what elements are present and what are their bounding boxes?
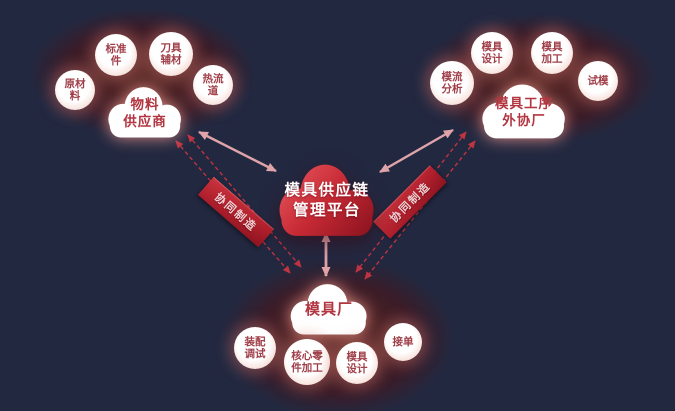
dashed-link-suppliers-moldfactory-2	[187, 134, 302, 268]
bubble-assembly-debugging: 装配 调试	[234, 327, 276, 369]
link-platform-outsourcing-factory	[379, 128, 454, 174]
bubble-mold-design-factory: 模具 设计	[336, 342, 378, 384]
bubble-text: 设计	[481, 53, 503, 65]
dashed-link-outsourcing-moldfactory-2	[364, 140, 476, 280]
bubble-text: 设计	[346, 363, 368, 375]
node-material-suppliers: 物料 供应商	[101, 81, 189, 139]
bubble-text: 接单	[392, 335, 414, 348]
bubble-text: 试模	[587, 74, 609, 87]
cluster-label-line2: 供应商	[123, 113, 167, 129]
bubble-mold-trial: 试模	[578, 61, 618, 101]
node-mold-factory: 模具厂	[283, 278, 375, 336]
cloud-shape	[108, 87, 181, 138]
bubble-text: 原材	[64, 77, 86, 90]
cluster-label-line1: 模具厂	[304, 301, 353, 319]
cloud-shape	[482, 84, 565, 139]
bubble-text: 装配	[244, 335, 266, 348]
bubble-text: 件加工	[291, 362, 323, 374]
link-platform-material-suppliers	[198, 130, 277, 173]
bubble-hot-runner: 热流 道	[193, 65, 233, 105]
bubble-text: 模具	[481, 40, 503, 53]
node-outsourcing-factory: 模具工序 外协厂	[474, 78, 574, 140]
bubble-mold-design-outsourcing: 模具 设计	[471, 32, 513, 74]
bubble-moldflow-analysis: 模流 分析	[430, 61, 474, 105]
cloud-shape	[290, 284, 367, 335]
bubble-text: 辅材	[160, 54, 182, 66]
cluster-label-line2: 外协厂	[502, 112, 546, 128]
bubble-core-parts-machining: 核心零 件加工	[284, 339, 330, 385]
bubble-text: 刀具	[160, 41, 182, 54]
bubble-text: 件	[110, 55, 122, 67]
platform-label-line2: 管理平台	[292, 201, 361, 219]
bubble-text: 料	[69, 90, 81, 102]
platform-label-line1: 模具供应链	[284, 182, 370, 200]
bubble-text: 热流	[202, 72, 224, 85]
bubble-text: 模流	[441, 70, 463, 83]
bubble-text: 加工	[541, 53, 563, 65]
cluster-label-line1: 模具工序	[495, 95, 553, 111]
bubble-text: 调试	[244, 348, 266, 360]
bubble-cutting-tools: 刀具 辅材	[149, 32, 193, 76]
bubble-mold-machining: 模具 加工	[531, 32, 573, 74]
bubble-text: 核心零	[291, 349, 323, 362]
bubble-raw-material: 原材 料	[55, 70, 95, 110]
bubble-text: 标准	[105, 42, 127, 55]
bubble-text: 模具	[541, 40, 563, 53]
node-platform-cloud: 模具供应链 管理平台	[270, 156, 384, 238]
bubble-text: 模具	[346, 350, 368, 363]
bubble-order-taking: 接单	[384, 323, 422, 361]
cluster-label-line1: 物料	[130, 96, 160, 112]
bubble-text: 分析	[441, 83, 463, 95]
bubble-standard-parts: 标准 件	[95, 34, 137, 76]
bubble-text: 道	[207, 85, 219, 97]
